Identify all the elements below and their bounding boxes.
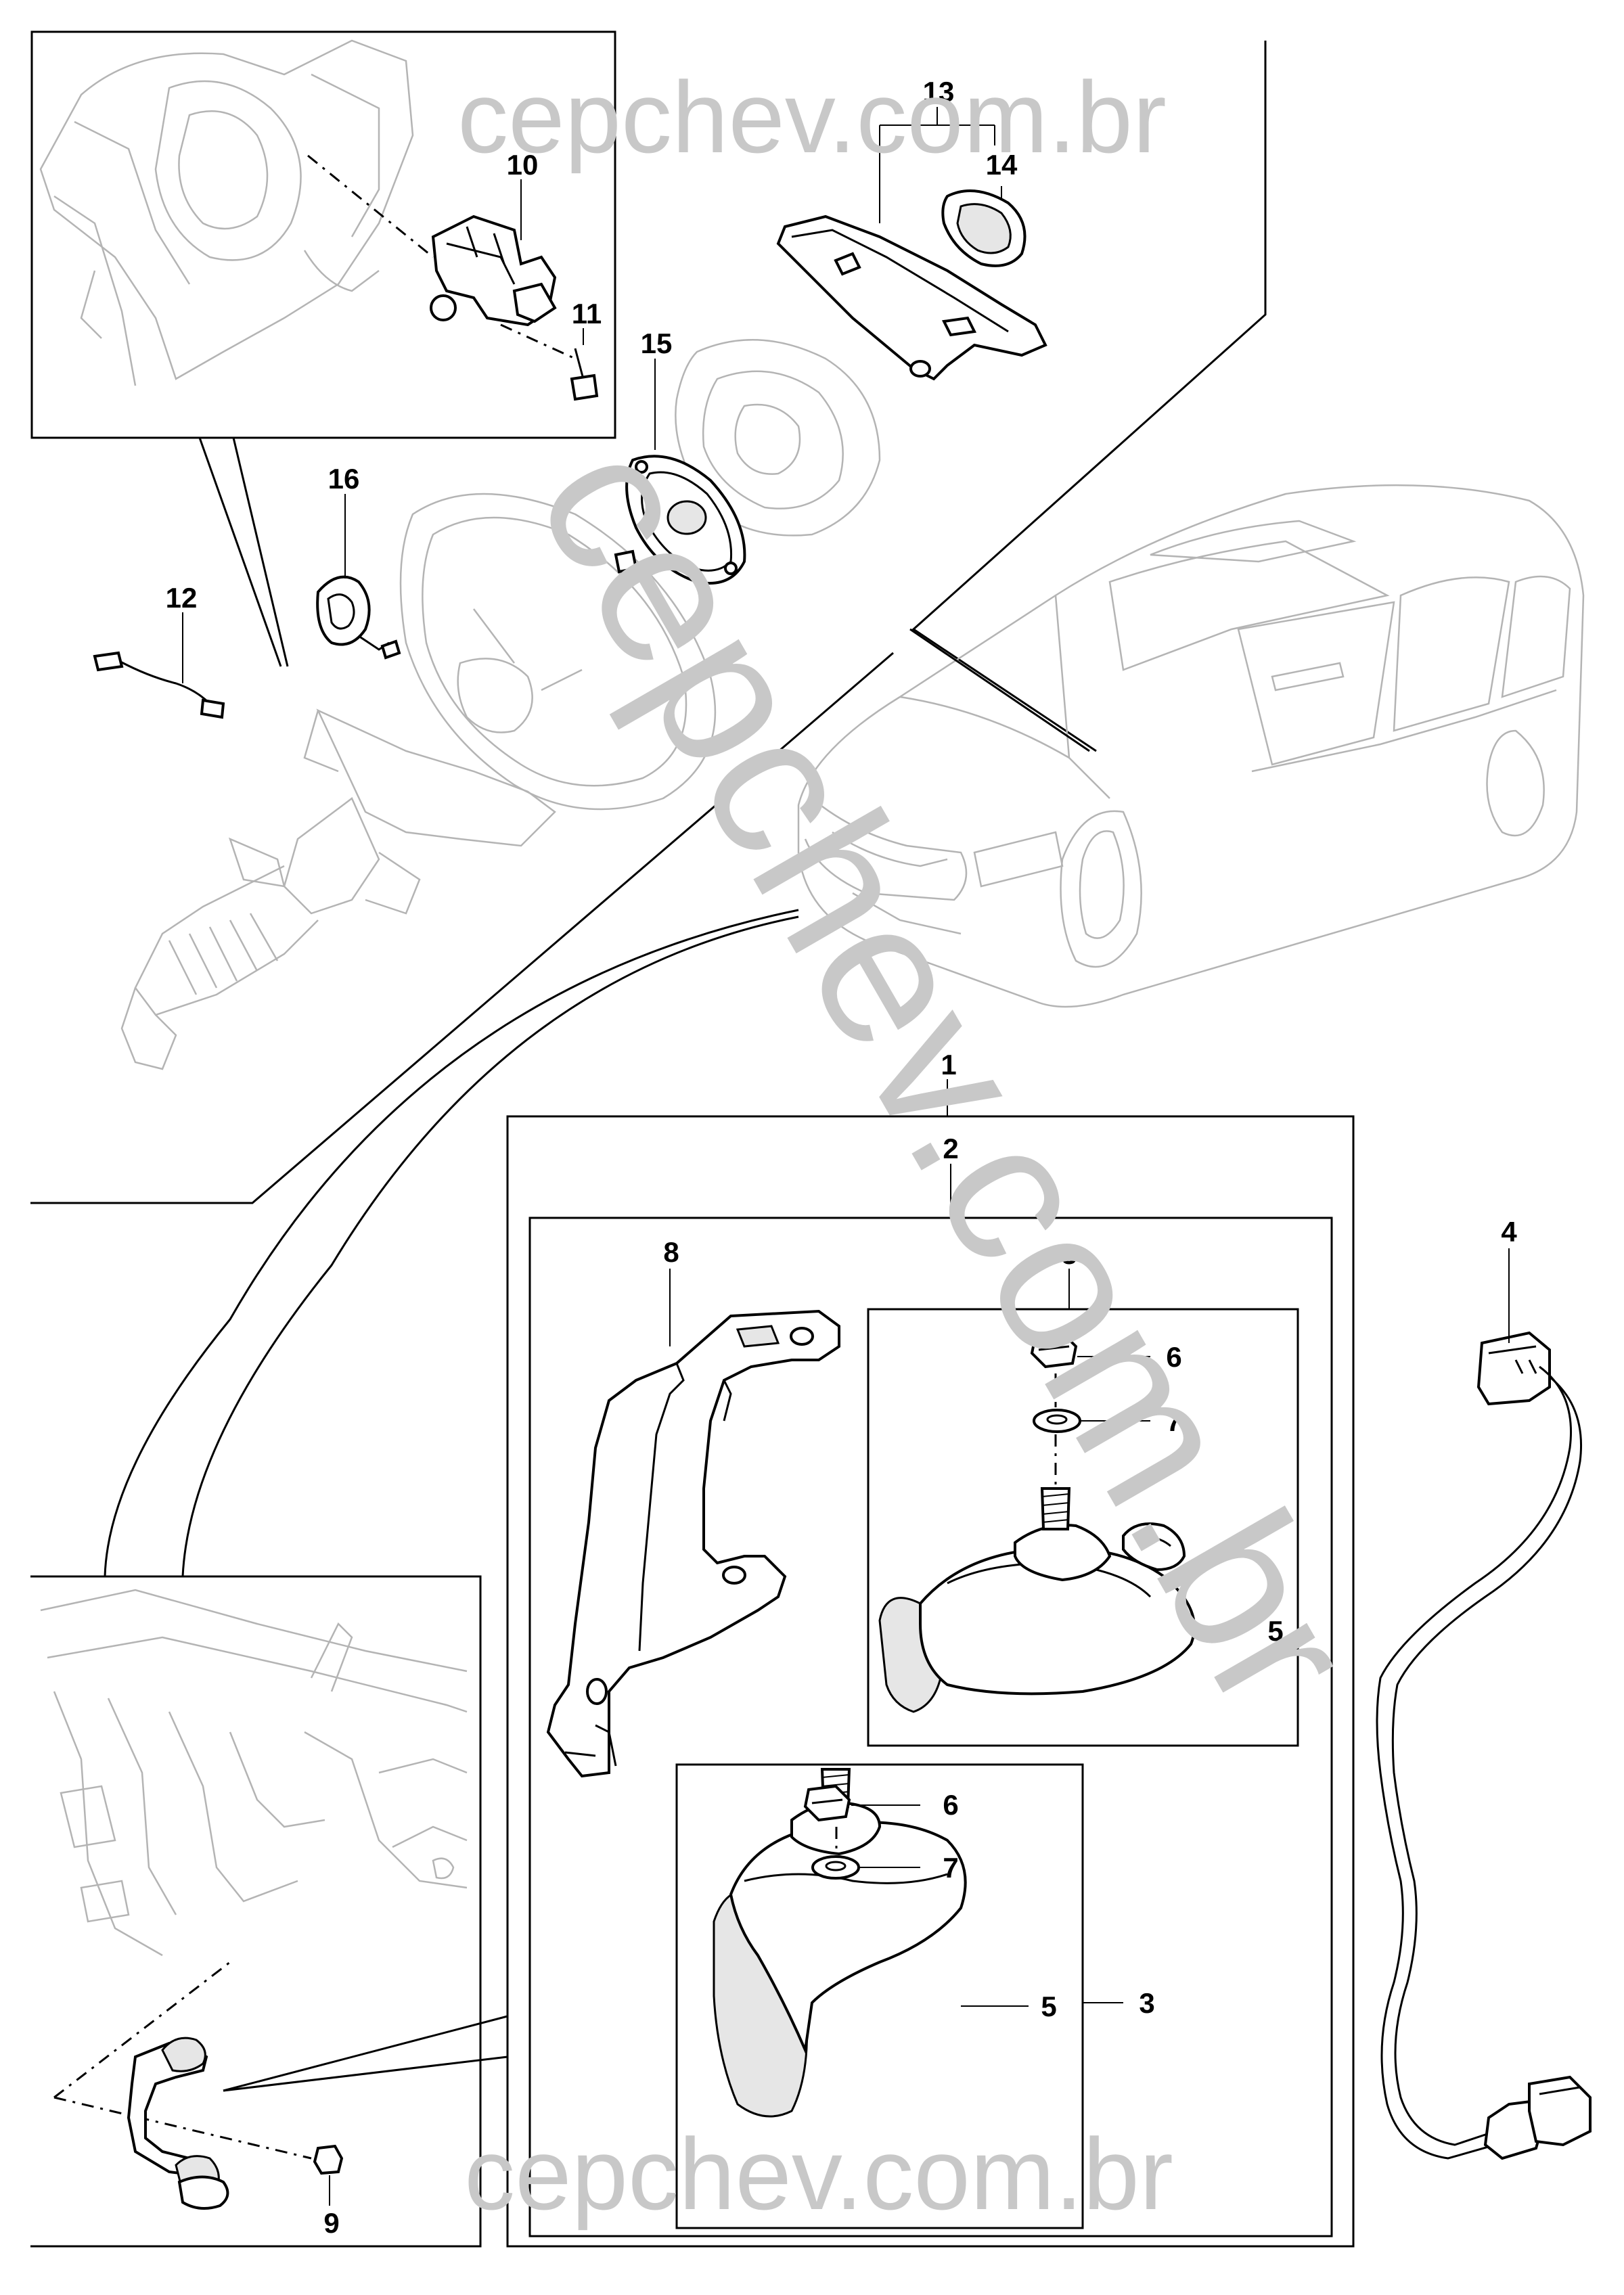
callout-12: 12 <box>166 582 198 614</box>
callout-9: 9 <box>323 2207 339 2239</box>
callout-6-top: 6 <box>1166 1341 1181 1373</box>
callout-7-bottom: 7 <box>943 1852 958 1884</box>
wiring-harness-icon <box>1376 1248 1592 2160</box>
trim-cover-icon <box>776 214 1047 381</box>
callout-15: 15 <box>641 327 673 359</box>
callout-5-top: 5 <box>1267 1615 1283 1647</box>
screw-icon <box>570 348 599 401</box>
horn-assembly-box <box>506 1079 1355 2248</box>
washer-icon <box>1033 1409 1081 1433</box>
front-panel-icon <box>40 1589 468 1957</box>
horn-lower-icon <box>713 1768 967 2118</box>
horn-icon <box>878 1487 1196 1713</box>
callout-5-bottom: 5 <box>1041 1991 1056 2022</box>
callout-3-right: 3 <box>1139 1987 1154 2019</box>
callout-14: 14 <box>986 149 1018 181</box>
callout-16: 16 <box>328 463 360 495</box>
callout-2: 2 <box>943 1133 958 1164</box>
steering-wheel-icon <box>399 493 717 811</box>
inset-box-ignition <box>30 30 616 439</box>
steering-column-housing-icon <box>39 39 414 386</box>
minivan-icon <box>797 484 1585 1008</box>
horn-mount-small-icon <box>127 2037 229 2210</box>
callout-6-bottom: 6 <box>943 1789 958 1821</box>
washer-lower-icon <box>811 1855 860 1880</box>
emblem-icon <box>941 189 1027 267</box>
connector-cable-icon <box>93 612 225 719</box>
callout-4: 4 <box>1501 1216 1517 1248</box>
callout-13: 13 <box>923 76 955 108</box>
clock-spring-icon <box>316 494 401 660</box>
bracket-icon <box>546 1309 840 1778</box>
inset-box-front <box>30 1575 482 2248</box>
callout-7-top: 7 <box>1166 1405 1181 1437</box>
callout-1: 1 <box>941 1049 956 1081</box>
watermark-top: cepchev.com.br <box>457 60 1167 174</box>
callout-11: 11 <box>572 298 602 330</box>
airbag-module-icon <box>675 339 881 537</box>
callout-10: 10 <box>507 149 539 181</box>
horn-contact-plate-icon <box>614 359 746 585</box>
nut-lower-icon <box>803 1784 851 1822</box>
watermark-bottom: cepchev.com.br <box>464 2117 1173 2231</box>
nut-icon <box>1030 1331 1078 1369</box>
callout-3-top: 3 <box>1061 1238 1077 1270</box>
callout-8: 8 <box>663 1236 679 1268</box>
ignition-switch-icon <box>307 154 576 360</box>
nut-small-icon <box>313 2144 344 2175</box>
steering-column-icon <box>120 708 556 1070</box>
